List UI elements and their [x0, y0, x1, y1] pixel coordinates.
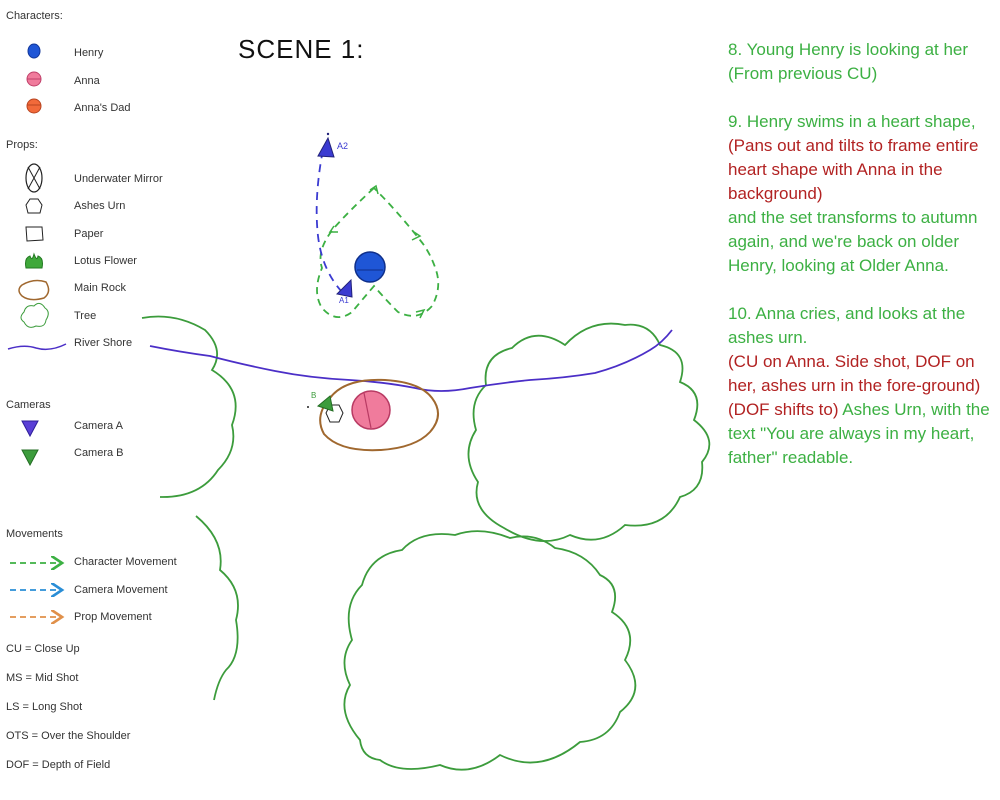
note-10-urn-text: Ashes Urn, with the text "You are always…	[728, 400, 990, 467]
characters-heading: Characters:	[6, 10, 63, 22]
legend-label-tree: Tree	[74, 310, 97, 322]
tree-left	[141, 315, 237, 498]
legend-label-river: River Shore	[74, 337, 133, 349]
legend-label-camera-a: Camera A	[74, 420, 123, 432]
henry-marker	[354, 251, 386, 283]
abbrev-ls: LS = Long Shot	[6, 701, 83, 713]
ashes-urn-marker	[325, 404, 344, 423]
henry-icon	[27, 43, 41, 59]
camera-b-marker	[307, 395, 334, 412]
scene-title: SCENE 1:	[238, 34, 365, 64]
scene-notes: 8. Young Henry is looking at her (From p…	[728, 38, 996, 470]
label-camera-a2: A2	[337, 141, 348, 151]
river-icon	[7, 343, 67, 351]
note-8: 8. Young Henry is looking at her (From p…	[728, 40, 969, 83]
anna-icon	[26, 71, 42, 87]
camera-b-icon	[21, 449, 39, 467]
camera-a-icon	[21, 420, 39, 438]
legend-label-urn: Ashes Urn	[74, 200, 126, 212]
heart-movement-path	[316, 184, 440, 319]
legend-label-paper: Paper	[74, 228, 104, 240]
main-rock	[319, 378, 439, 452]
abbrev-dof: DOF = Depth of Field	[6, 759, 111, 771]
note-10-action: 10. Anna cries, and looks at the ashes u…	[728, 304, 966, 347]
abbrev-ots: OTS = Over the Shoulder	[6, 730, 131, 742]
annas-dad-icon	[26, 98, 42, 114]
legend-label-lotus: Lotus Flower	[74, 255, 137, 267]
abbrev-ms: MS = Mid Shot	[6, 672, 79, 684]
note-9-action: 9. Henry swims in a heart shape,	[728, 112, 976, 131]
tree-icon	[20, 302, 49, 328]
urn-icon	[25, 198, 43, 214]
camera-a2-marker	[317, 132, 335, 158]
legend-label-annas-dad: Anna's Dad	[74, 102, 131, 114]
note-10-camera: (CU on Anna. Side shot, DOF on her, ashe…	[728, 352, 981, 395]
note-9-transition: and the set transforms to autumn again, …	[728, 208, 978, 275]
legend-label-rock: Main Rock	[74, 282, 126, 294]
legend-label-camera-movement: Camera Movement	[74, 584, 168, 596]
props-heading: Props:	[6, 139, 38, 151]
legend-label-character-movement: Character Movement	[74, 556, 177, 568]
label-camera-b: B	[311, 391, 316, 400]
camera-a1-marker	[335, 278, 353, 298]
river-shore	[149, 329, 673, 392]
cameras-heading: Cameras	[6, 399, 51, 411]
camera-movement-path	[315, 154, 343, 293]
abbrev-cu: CU = Close Up	[6, 643, 80, 655]
lotus-icon	[25, 252, 43, 269]
movements-heading: Movements	[6, 528, 63, 540]
legend-label-henry: Henry	[74, 47, 104, 59]
anna-marker	[351, 390, 391, 430]
note-9-camera: (Pans out and tilts to frame entire hear…	[728, 136, 979, 203]
legend-label-camera-b: Camera B	[74, 447, 124, 459]
note-10-dof-shift: (DOF shifts to)	[728, 400, 839, 419]
tree-right	[467, 322, 711, 542]
tree-bottom-left	[195, 515, 239, 701]
label-camera-a1: A1	[339, 296, 349, 305]
rock-icon	[18, 279, 50, 301]
paper-icon	[25, 226, 44, 242]
legend-label-mirror: Underwater Mirror	[74, 173, 163, 185]
tree-bottom	[343, 530, 637, 771]
legend-label-prop-movement: Prop Movement	[74, 611, 152, 623]
note-10-dof: (DOF shifts to) Ashes Urn, with the text…	[728, 398, 996, 470]
mirror-icon	[25, 163, 43, 193]
legend-label-anna: Anna	[74, 75, 100, 87]
